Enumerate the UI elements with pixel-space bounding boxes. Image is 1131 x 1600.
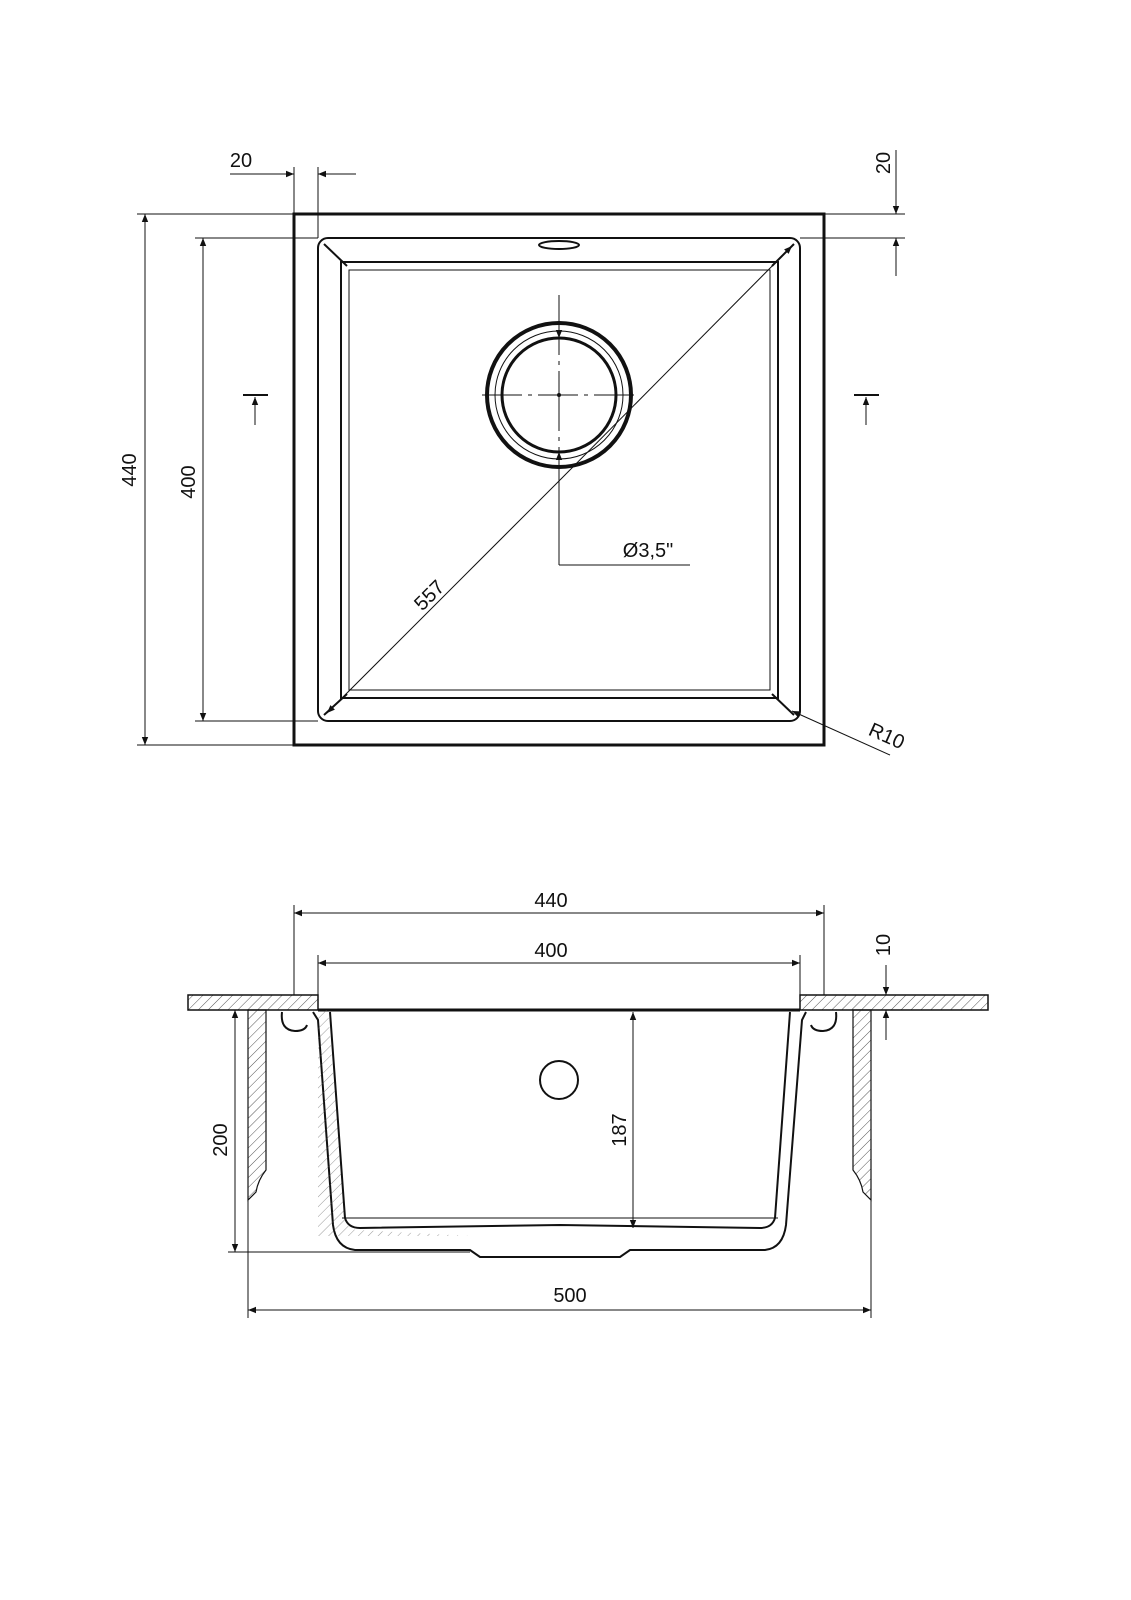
mount-clip-right — [810, 1011, 838, 1033]
bowl-floor-inner — [348, 269, 771, 691]
overflow-slot-icon — [538, 240, 580, 250]
dim-label: 10 — [873, 934, 895, 956]
bowl-wall-hatch-left — [318, 1010, 470, 1236]
top-view: 20 20 440 400 — [119, 150, 908, 756]
dim-label: 500 — [553, 1285, 586, 1307]
countertop-right — [799, 994, 989, 1011]
dim-label: 20 — [873, 152, 895, 174]
overflow-hole — [539, 1060, 579, 1100]
dim-label: 440 — [119, 453, 141, 486]
bowl-wall-inner — [329, 1011, 791, 1230]
dim-drain: Ø3,5" — [555, 300, 690, 566]
dim-rim-left: 20 — [230, 150, 356, 238]
cabinet-panel-left — [247, 1009, 267, 1202]
dim-label: 400 — [178, 465, 200, 498]
sink-outer-rim — [292, 212, 826, 747]
dim-cabinet-width: 500 — [247, 1200, 872, 1318]
bowl-wall-outer — [312, 1011, 807, 1258]
dim-label: 440 — [534, 890, 567, 912]
section-view: 440 400 10 200 187 — [187, 890, 989, 1318]
dim-label: 557 — [410, 576, 449, 615]
dim-outer-height: 440 — [119, 213, 294, 746]
dim-outer-width: 440 — [293, 890, 825, 995]
cabinet-panel-right — [852, 1009, 872, 1202]
bowl-edge — [317, 237, 801, 722]
section-marker-left — [243, 394, 268, 425]
dim-label: 400 — [534, 940, 567, 962]
dim-inner-height: 400 — [178, 237, 318, 722]
dim-corner-radius: R10 — [791, 710, 908, 756]
dim-label: 200 — [210, 1123, 232, 1156]
bowl-floor-outer — [340, 261, 779, 699]
section-marker-right — [854, 394, 879, 425]
countertop-left — [187, 994, 319, 1011]
dim-label: Ø3,5" — [623, 540, 673, 562]
dim-label: 20 — [230, 150, 252, 172]
dim-rim-top: 20 — [800, 150, 905, 276]
dim-label: R10 — [865, 719, 907, 754]
dim-cabinet-depth: 200 — [210, 1010, 470, 1253]
dim-inner-width: 400 — [317, 940, 801, 1010]
dim-bowl-depth: 187 — [609, 1012, 637, 1228]
dim-rim-thickness: 10 — [853, 934, 988, 1040]
dim-label: 187 — [609, 1113, 631, 1146]
mount-clip-left — [280, 1011, 308, 1033]
